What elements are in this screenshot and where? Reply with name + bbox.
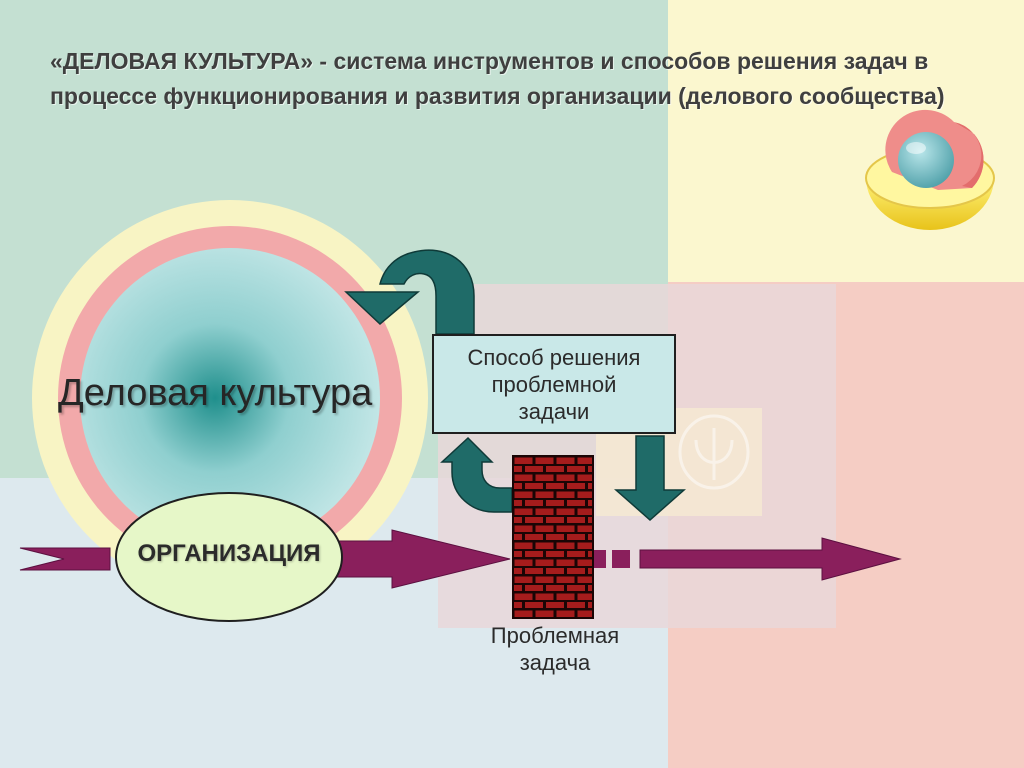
psi-watermark-icon [678,414,750,490]
organization-label: ОРГАНИЗАЦИЯ [137,540,321,567]
problem-label: Проблемная задача [490,623,620,675]
main-process-arrow [19,529,902,589]
earth-cutaway-icon [865,109,995,230]
feedback-arrow-top [344,249,475,335]
feedback-arrow-bottom [440,436,513,513]
method-box: Способ решения проблемной задачи [432,334,676,434]
organization-ellipse [115,492,343,622]
culture-rings [32,200,428,596]
culture-label: Деловая культура [58,372,373,414]
solution-arrow-down [614,435,686,522]
headline-definition: «ДЕЛОВАЯ КУЛЬТУРА» - система инструменто… [50,48,945,109]
brick-wall [512,455,594,619]
method-box-label: Способ решения проблемной задачи [467,344,641,424]
culture-core [80,248,380,548]
